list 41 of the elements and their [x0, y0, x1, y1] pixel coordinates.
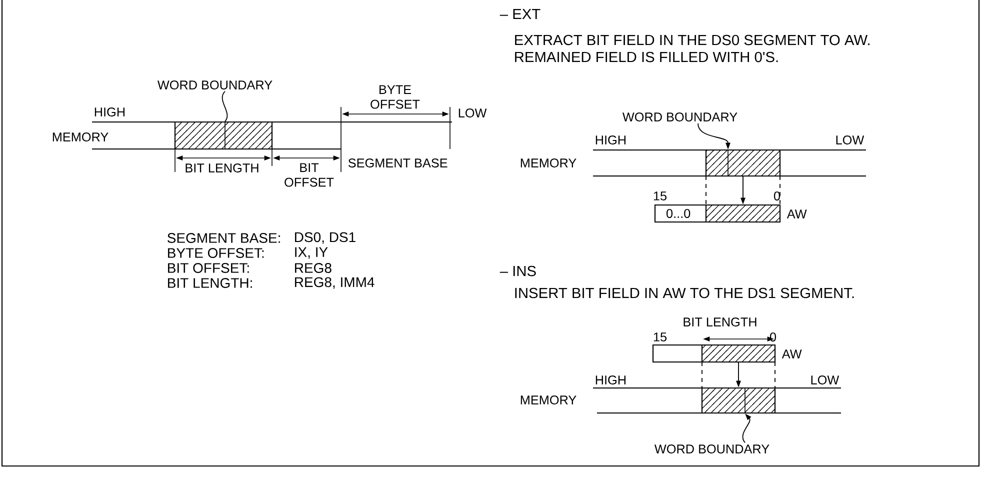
bit-field-box — [174, 121, 273, 150]
register-label: AW — [782, 350, 802, 358]
leader-line — [222, 90, 228, 122]
bit-number: 15 — [654, 192, 667, 200]
dimension-label: BIT LENGTH — [186, 164, 258, 172]
bit-number: 0 — [774, 192, 780, 200]
boundary-label: WORD BOUNDARY — [622, 112, 738, 122]
dimension-label: BIT OFFSET — [284, 163, 334, 187]
table-text: DS0, DS1 — [295, 232, 356, 244]
description: EXTRACT BIT FIELD IN THE DS0 SEGMENT TO AW. — [515, 34, 870, 46]
register-box — [652, 344, 776, 363]
row-label: MEMORY — [520, 158, 576, 168]
level-label: HIGH — [94, 108, 124, 116]
table-text: SEGMENT BASE: — [168, 233, 280, 243]
level-label: HIGH — [596, 376, 626, 384]
table-text: REG8, IMM4 — [295, 277, 374, 289]
table-text: BYTE OFFSET: — [168, 248, 264, 258]
table-text: REG8 — [295, 263, 332, 273]
table-text: BIT OFFSET: — [168, 263, 249, 273]
boundary-label: WORD BOUNDARY — [654, 444, 770, 454]
dimension-label: BIT LENGTH — [684, 318, 756, 326]
level-label: LOW — [458, 108, 487, 118]
table-text: IX, IY — [295, 247, 328, 259]
description: INSERT BIT FIELD IN AW TO THE DS1 SEGMENT. — [515, 288, 854, 298]
row-label: MEMORY — [52, 132, 108, 142]
register-box: 0...0 — [654, 204, 781, 223]
description: REMAINED FIELD IS FILLED WITH 0'S. — [515, 52, 778, 62]
dimension-label: BYTE OFFSET — [370, 85, 420, 109]
dimension-label: SEGMENT BASE — [348, 158, 448, 168]
register-label: AW — [786, 210, 807, 218]
bit-field-box — [701, 387, 776, 414]
level-label: LOW — [836, 136, 864, 144]
bit-field-box — [705, 149, 781, 177]
level-label: HIGH — [596, 136, 626, 144]
row-label: MEMORY — [520, 396, 576, 404]
table-text: BIT LENGTH: — [168, 278, 252, 288]
boundary-label: WORD BOUNDARY — [157, 80, 272, 90]
heading: – INS — [500, 266, 536, 276]
bit-number: 15 — [654, 332, 667, 342]
level-label: LOW — [811, 376, 840, 384]
heading: – EXT — [500, 8, 540, 20]
